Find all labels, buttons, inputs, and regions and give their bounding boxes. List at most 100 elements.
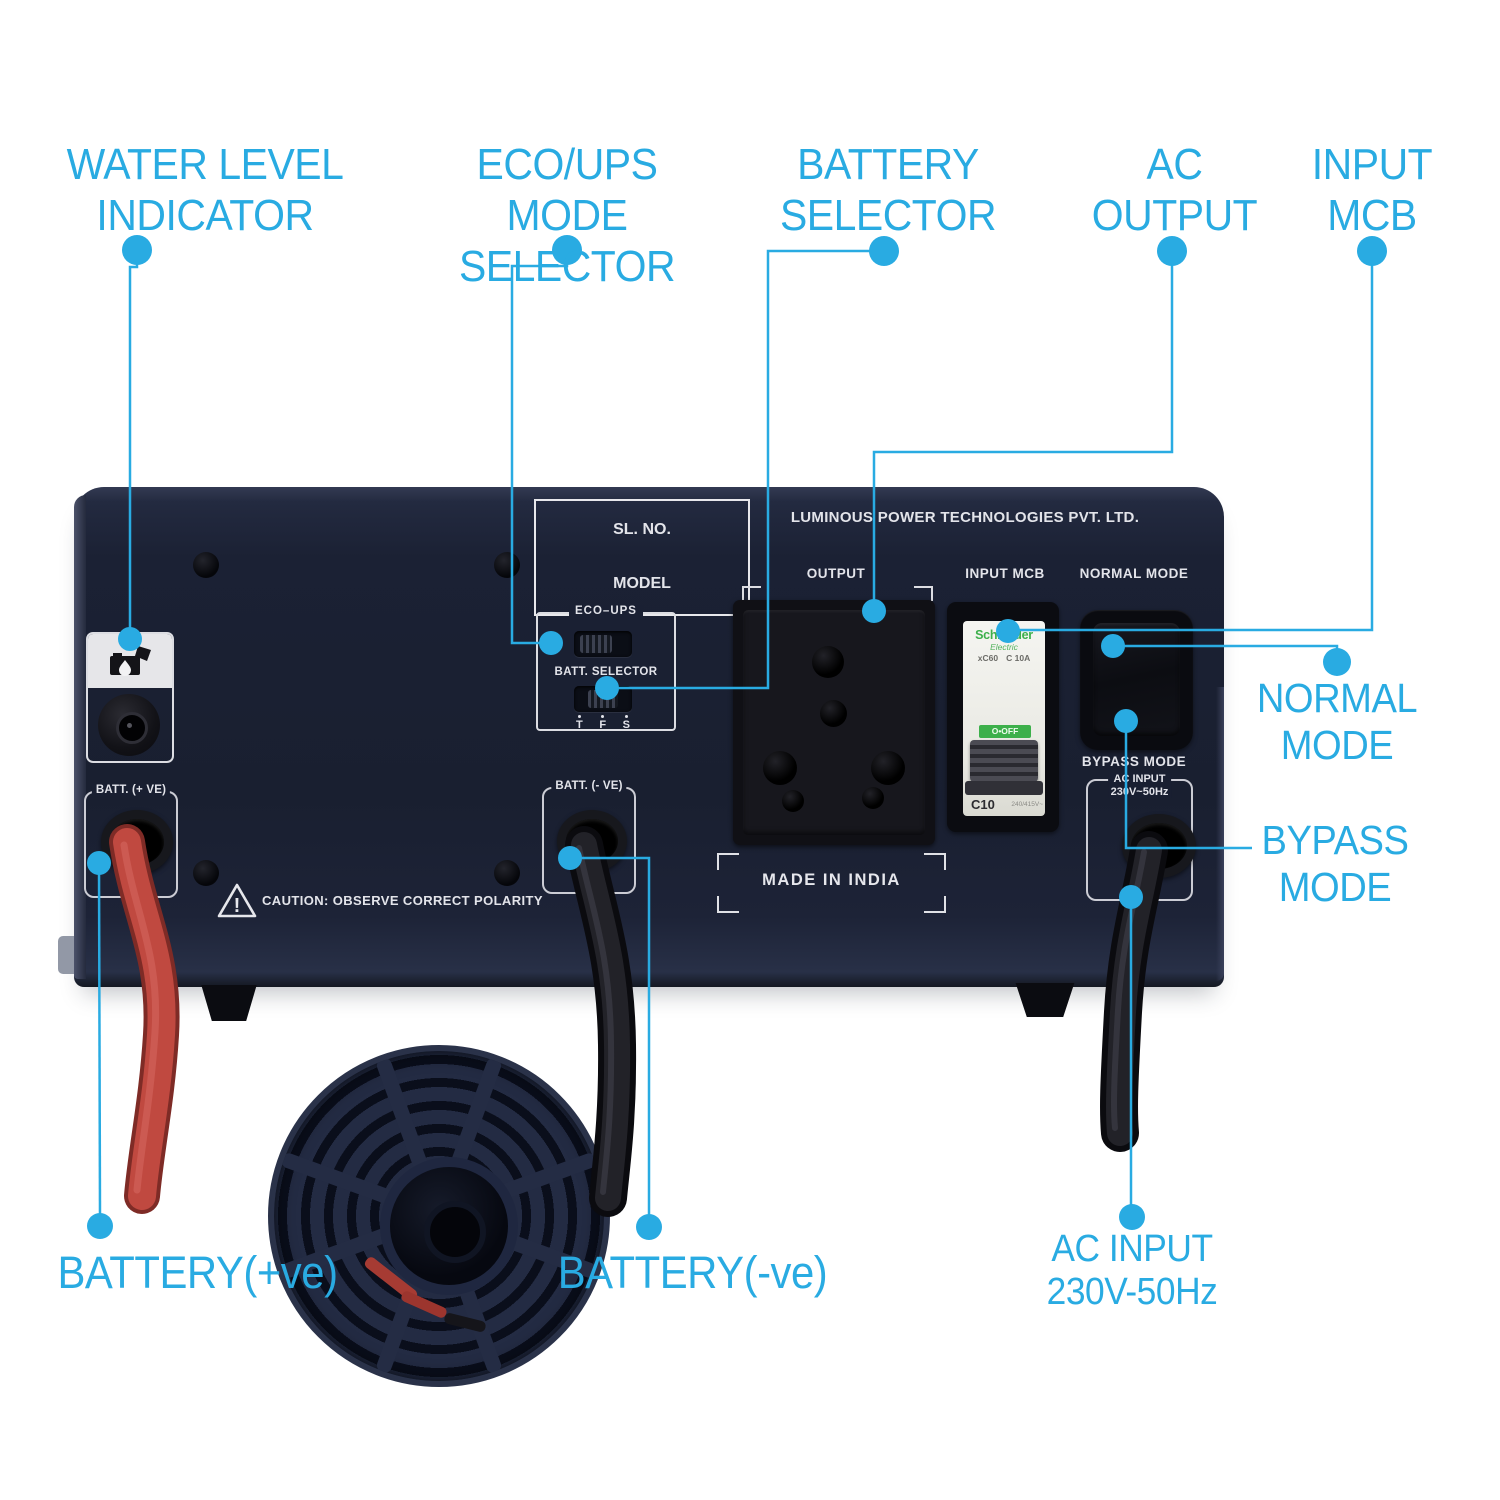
socket-hole <box>763 751 797 785</box>
mcb-toggle-lever[interactable] <box>970 740 1038 782</box>
frame-corner <box>924 896 946 913</box>
annotation-line: SELECTOR <box>458 242 676 291</box>
model-label: MODEL <box>613 575 671 592</box>
annotation-battery-positive: BATTERY(+ve) <box>56 1247 340 1298</box>
rubber-foot <box>1015 983 1075 1017</box>
position-label: F <box>599 719 607 731</box>
ac-input-line2: 230V~50Hz <box>1110 785 1169 798</box>
frame-corner <box>717 896 739 913</box>
socket-hole-earth <box>812 646 844 678</box>
serial-number-label: SL. NO. <box>613 521 671 538</box>
normal-mode-panel-label: NORMAL MODE <box>1079 566 1189 581</box>
mcb-bottom-rating: C10 <box>971 797 995 812</box>
annotation-battery-negative: BATTERY(-ve) <box>551 1247 835 1298</box>
annotation-ac-input: AC INPUT 230V-50Hz <box>1039 1228 1225 1314</box>
battery-water-icon <box>110 646 151 676</box>
eco-ups-legend: ECO–UPS <box>569 605 643 617</box>
socket-hole <box>871 751 905 785</box>
socket-hole <box>862 787 884 809</box>
battery-selector-switch[interactable] <box>574 686 632 712</box>
annotation-line: INPUT <box>1311 140 1433 189</box>
dc-jack[interactable] <box>98 694 160 756</box>
water-level-icon-plate <box>88 634 172 688</box>
inverter-rear-panel: SL. NO. MODEL LUMINOUS POWER TECHNOLOGIE… <box>74 487 1224 1387</box>
fan-screw <box>494 552 520 578</box>
output-panel-label: OUTPUT <box>806 566 866 581</box>
rubber-foot <box>201 985 257 1021</box>
position-dot <box>601 715 605 718</box>
warning-triangle-icon: ! <box>217 883 257 918</box>
mcb-model-rating: xC60 C 10A <box>963 653 1045 663</box>
annotation-battery-selector: BATTERY SELECTOR <box>747 139 1030 241</box>
rocker-key[interactable] <box>1093 623 1180 736</box>
mcb-rating-text: C 10A <box>1006 653 1031 663</box>
annotation-line: MCB <box>1327 191 1417 240</box>
mcb-toggle-base <box>965 781 1043 795</box>
annotation-line: SELECTOR <box>779 191 997 240</box>
annotation-line: BATTERY <box>797 140 979 189</box>
fan-screw <box>193 860 219 886</box>
annotation-line: NORMAL <box>1256 675 1418 721</box>
annotation-line: BATTERY(+ve) <box>57 1247 338 1298</box>
socket-hole <box>820 700 847 727</box>
cooling-fan-grille <box>268 1045 610 1387</box>
ac-input-panel-label: AC INPUT 230V~50Hz <box>1107 773 1172 798</box>
annotation-bypass-mode: BYPASS MODE <box>1247 817 1424 911</box>
mcb-model-text: xC60 <box>977 653 999 663</box>
input-mcb-panel-label: INPUT MCB <box>965 566 1045 581</box>
water-level-indicator <box>86 632 174 763</box>
warning-exclamation: ! <box>234 895 241 917</box>
mcb-voltage-text: 240/415V~ <box>1011 801 1043 808</box>
socket-hole <box>782 790 804 812</box>
eco-ups-switch-knob[interactable] <box>580 635 612 653</box>
annotation-eco-ups-mode-selector: ECO/UPS MODE SELECTOR <box>412 139 723 292</box>
manufacturer-text: LUMINOUS POWER TECHNOLOGIES PVT. LTD. <box>790 509 1140 526</box>
annotation-line: WATER LEVEL <box>66 140 344 189</box>
battery-selector-panel-label: BATT. SELECTOR <box>554 666 658 678</box>
annotation-ac-output: AC OUTPUT <box>1079 139 1270 241</box>
battery-positive-panel-label: BATT. (+ VE) <box>91 784 171 796</box>
annotation-line: INDICATOR <box>96 191 314 240</box>
frame-corner <box>717 853 739 870</box>
mcb-brand-sub-text: Electric <box>990 642 1018 652</box>
annotation-line: MODE <box>1278 864 1392 910</box>
serial-model-box: SL. NO. MODEL <box>534 499 750 616</box>
made-in-india-box: MADE IN INDIA <box>717 853 946 913</box>
annotation-line: OUTPUT <box>1091 191 1258 240</box>
made-in-india-text: MADE IN INDIA <box>762 871 901 889</box>
annotation-water-level-indicator: WATER LEVEL INDICATOR <box>61 139 349 241</box>
mode-rocker-switch[interactable] <box>1080 610 1193 750</box>
socket-corner-mark <box>742 586 761 601</box>
mcb-brand-text: Schneider <box>975 628 1033 642</box>
position-dot <box>577 715 581 718</box>
fan-screw <box>494 860 520 886</box>
annotation-line: BATTERY(-ve) <box>557 1247 828 1298</box>
fan-hub <box>380 1157 518 1295</box>
battery-selector-positions: T F S <box>576 715 630 731</box>
battery-negative-panel-label: BATT. (- VE) <box>551 780 627 792</box>
position-dot <box>624 715 628 718</box>
position-label: S <box>622 719 630 731</box>
ac-output-socket[interactable] <box>733 600 935 845</box>
annotation-input-mcb: INPUT MCB <box>1288 139 1455 241</box>
ac-input-line1: AC INPUT <box>1113 773 1166 785</box>
frame-corner <box>924 853 946 870</box>
ac-input-grommet <box>1122 814 1196 878</box>
fan-screw <box>193 552 219 578</box>
caution-text: CAUTION: OBSERVE CORRECT POLARITY <box>262 893 543 908</box>
bypass-mode-panel-label: BYPASS MODE <box>1081 754 1187 769</box>
annotation-normal-mode: NORMAL MODE <box>1244 675 1430 769</box>
annotation-line: ECO/UPS MODE <box>476 140 658 240</box>
socket-corner-mark <box>914 586 933 601</box>
battery-selector-knob[interactable] <box>588 690 618 708</box>
annotation-line: 230V-50Hz <box>1046 1271 1218 1313</box>
annotation-line: BYPASS <box>1261 817 1409 863</box>
annotation-line: AC INPUT <box>1051 1228 1213 1270</box>
side-panel-notch <box>58 936 74 974</box>
annotation-line: AC <box>1146 140 1203 189</box>
eco-ups-mode-switch[interactable] <box>574 631 632 657</box>
eco-ups-control-box: ECO–UPS BATT. SELECTOR T F S <box>536 605 676 731</box>
